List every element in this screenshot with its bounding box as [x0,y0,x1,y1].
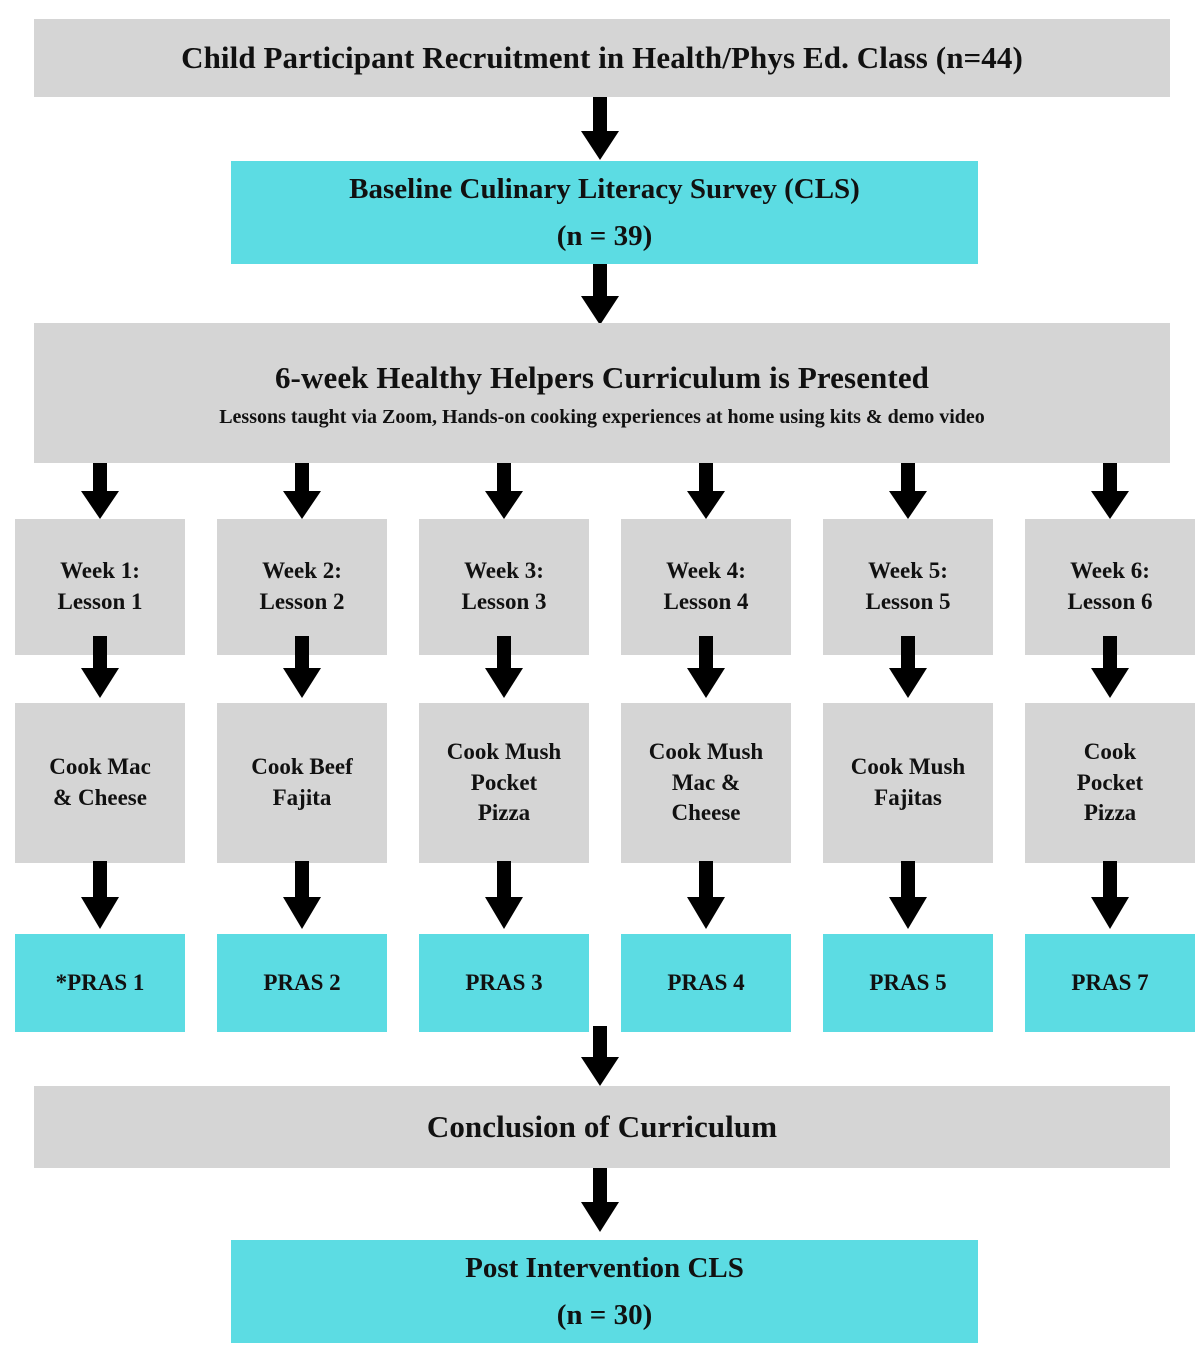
arrow-cook-1-to-pras-1 [81,861,119,929]
arrow-curriculum-to-week-6 [1091,463,1129,519]
cook-box-1: Cook Mac & Cheese [15,703,185,863]
pras-label-1: *PRAS 1 [55,969,145,995]
week-label-4: Week 4: [666,558,746,584]
lesson-label-4: Lesson 4 [663,589,749,614]
week-box-5: Week 5: Lesson 5 [823,519,993,655]
cook-line-2-1: Cook Beef [251,754,353,780]
week-label-1: Week 1: [60,558,140,584]
curriculum-detail: Lessons taught via Zoom, Hands-on cookin… [219,405,985,428]
week-box-1: Week 1: Lesson 1 [15,519,185,655]
recruitment-label: Child Participant Recruitment in Health/… [181,40,1023,76]
cook-line-1-2: & Cheese [53,785,147,810]
pras-label-5: PRAS 5 [869,969,947,995]
cook-box-5: Cook Mush Fajitas [823,703,993,863]
pras-box-4: PRAS 4 [621,934,791,1032]
pras-label-6: PRAS 7 [1071,969,1149,995]
lesson-label-2: Lesson 2 [259,589,345,614]
pras-box-1: *PRAS 1 [15,934,185,1032]
cook-line-5-2: Fajitas [874,785,942,810]
arrow-curriculum-to-week-1 [81,463,119,519]
arrow-cook-6-to-pras-7 [1091,861,1129,929]
curriculum-label: 6-week Healthy Helpers Curriculum is Pre… [274,360,930,396]
lesson-label-6: Lesson 6 [1067,589,1153,614]
week-box-6: Week 6: Lesson 6 [1025,519,1195,655]
arrow-pras-to-conclusion [581,1026,619,1086]
post-cls-count: (n = 30) [556,1298,653,1331]
week-label-5: Week 5: [868,558,948,584]
baseline-cls-count: (n = 39) [556,219,653,252]
arrow-curriculum-to-week-3 [485,463,523,519]
cook-line-4-1: Cook Mush [648,738,764,764]
post-cls-label: Post Intervention CLS [465,1251,744,1284]
pras-label-3: PRAS 3 [465,969,543,995]
cook-line-3-2: Pocket [470,769,538,795]
week-box-4: Week 4: Lesson 4 [621,519,791,655]
arrow-curriculum-to-week-2 [283,463,321,519]
cook-line-6-1: Cook [1083,738,1137,764]
cook-line-3-1: Cook Mush [446,738,562,764]
arrow-cook-5-to-pras-5 [889,861,927,929]
recruitment-box: Child Participant Recruitment in Health/… [34,19,1170,97]
lesson-label-3: Lesson 3 [461,589,547,614]
cook-box-4: Cook Mush Mac & Cheese [621,703,791,863]
arrow-conclusion-to-post-cls [581,1168,619,1232]
arrow-curriculum-to-week-5 [889,463,927,519]
pras-box-6: PRAS 7 [1025,934,1195,1032]
pras-label-4: PRAS 4 [667,969,745,995]
cook-line-6-3: Pizza [1083,800,1137,826]
arrow-cook-2-to-pras-2 [283,861,321,929]
cook-box-3: Cook Mush Pocket Pizza [419,703,589,863]
week-box-3: Week 3: Lesson 3 [419,519,589,655]
pras-box-3: PRAS 3 [419,934,589,1032]
lesson-label-1: Lesson 1 [57,589,143,614]
week-box-2: Week 2: Lesson 2 [217,519,387,655]
baseline-cls-label: Baseline Culinary Literacy Survey (CLS) [349,172,860,205]
week-label-3: Week 3: [464,558,544,584]
cook-line-6-2: Pocket [1076,769,1144,795]
arrow-cook-3-to-pras-3 [485,861,523,929]
arrow-curriculum-to-week-4 [687,463,725,519]
arrow-baseline-to-curriculum [581,264,619,325]
cook-line-1-1: Cook Mac [49,754,151,780]
curriculum-box: 6-week Healthy Helpers Curriculum is Pre… [34,323,1170,463]
cook-line-4-3: Cheese [671,800,741,826]
baseline-cls-box: Baseline Culinary Literacy Survey (CLS) … [231,161,978,264]
cook-box-2: Cook Beef Fajita [217,703,387,863]
week-label-2: Week 2: [262,558,342,584]
cook-line-4-2: Mac & [671,769,741,795]
lesson-label-5: Lesson 5 [865,589,951,614]
pras-box-2: PRAS 2 [217,934,387,1032]
pras-label-2: PRAS 2 [263,969,341,995]
week-label-6: Week 6: [1070,558,1150,584]
pras-box-5: PRAS 5 [823,934,993,1032]
arrow-cook-4-to-pras-4 [687,861,725,929]
cook-line-2-2: Fajita [272,785,332,810]
cook-box-6: Cook Pocket Pizza [1025,703,1195,863]
arrow-recruitment-to-baseline [581,97,619,160]
cook-line-3-3: Pizza [477,800,531,826]
post-cls-box: Post Intervention CLS (n = 30) [231,1240,978,1343]
conclusion-box: Conclusion of Curriculum [34,1086,1170,1168]
conclusion-label: Conclusion of Curriculum [426,1109,778,1145]
cook-line-5-1: Cook Mush [850,754,966,780]
